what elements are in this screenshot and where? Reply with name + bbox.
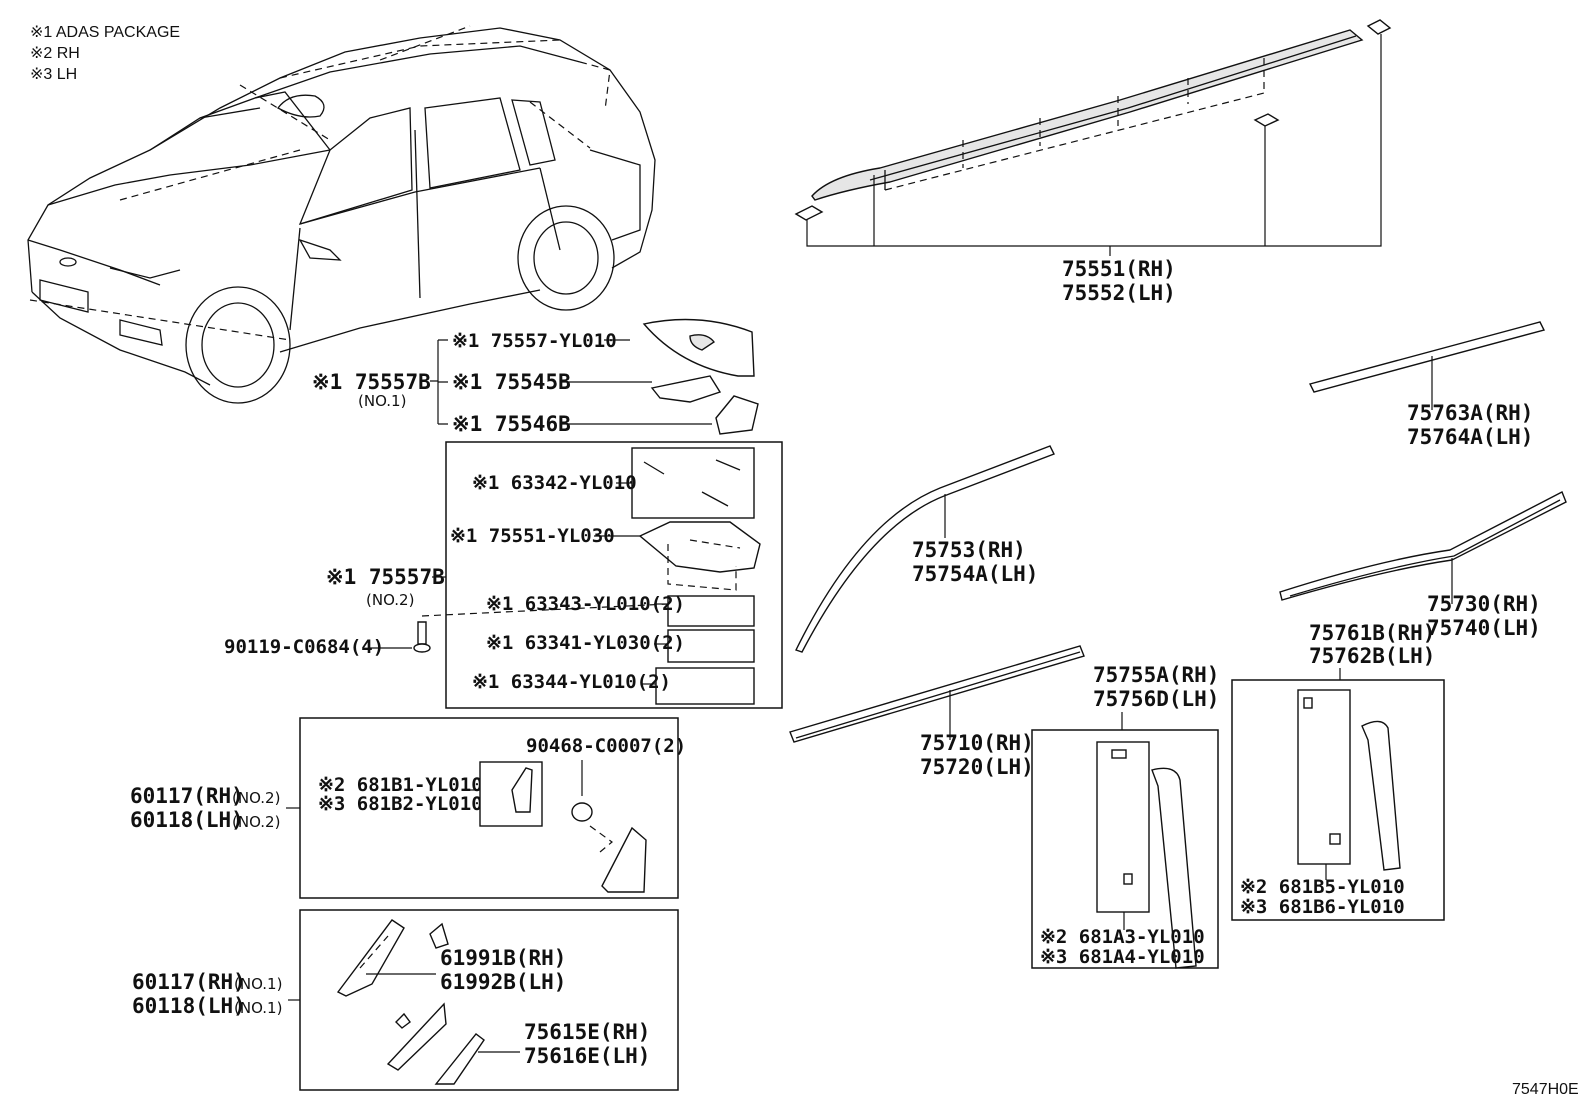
part-63344 bbox=[655, 667, 755, 705]
roof-rail-group: 75551(RH) 75552(LH) bbox=[794, 19, 1392, 305]
label-681a4: ※3 681A4-YL010 bbox=[1040, 946, 1205, 968]
label-kit1-c: ※1 75546B bbox=[452, 412, 571, 436]
sheet-681b1 bbox=[479, 761, 543, 827]
label-kit1-a: ※1 75557-YL010 bbox=[452, 330, 617, 352]
label-m2-lh-sub: (NO.2) bbox=[232, 813, 280, 831]
label-kit2-d: ※1 63341-YL030(2) bbox=[486, 632, 685, 654]
moulding-75730-group: 75730(RH) 75740(LH) bbox=[1279, 491, 1567, 640]
label-75710: 75710(RH) bbox=[920, 731, 1034, 755]
label-m2-lh: 60118(LH) bbox=[130, 808, 244, 832]
label-75755a: 75755A(RH) bbox=[1093, 663, 1219, 687]
garnish-60117-no2 bbox=[601, 826, 647, 893]
label-75616e: 75616E(LH) bbox=[524, 1044, 650, 1068]
moulding-75730 bbox=[1279, 491, 1567, 601]
part-63341 bbox=[667, 629, 755, 663]
label-kit2-c: ※1 63343-YL010(2) bbox=[486, 593, 685, 615]
label-75753: 75753(RH) bbox=[912, 538, 1026, 562]
label-681a3: ※2 681A3-YL010 bbox=[1040, 926, 1205, 948]
label-61992b: 61992B(LH) bbox=[440, 970, 566, 994]
label-clip: 90468-C0007(2) bbox=[526, 735, 686, 757]
screw-90119-group: 90119-C0684(4) bbox=[224, 621, 431, 658]
part-75546b bbox=[715, 395, 759, 435]
label-screw: 90119-C0684(4) bbox=[224, 636, 384, 658]
moulding-75753-group: 75753(RH) 75754A(LH) bbox=[795, 445, 1055, 653]
label-kit2-main: ※1 75557B bbox=[326, 565, 445, 589]
moulding-75761-group: 75761B(RH) 75762B(LH) ※2 681B5-YL010 ※3 … bbox=[1231, 621, 1445, 921]
part-63343 bbox=[667, 595, 755, 627]
label-75730: 75730(RH) bbox=[1427, 592, 1541, 616]
moulding-75763 bbox=[1308, 321, 1546, 393]
label-m2-rh: 60117(RH) bbox=[130, 784, 244, 808]
roof-rail bbox=[811, 29, 1364, 201]
moulding-75710-group: 75710(RH) 75720(LH) bbox=[789, 645, 1085, 779]
screw-icon bbox=[417, 621, 427, 645]
label-61991b: 61991B(RH) bbox=[440, 946, 566, 970]
vehicle-illustration bbox=[27, 25, 656, 404]
moulding-75753 bbox=[795, 445, 1055, 653]
label-kit1-main: ※1 75557B bbox=[312, 370, 431, 394]
label-75761b: 75761B(RH) bbox=[1309, 621, 1435, 645]
legend-item-3: ※3 LH bbox=[30, 66, 77, 83]
label-75740: 75740(LH) bbox=[1427, 616, 1541, 640]
label-681b6: ※3 681B6-YL010 bbox=[1240, 896, 1405, 918]
box-75755 bbox=[1031, 729, 1219, 969]
garnish-75616 bbox=[434, 1033, 485, 1085]
garnish-61991 bbox=[336, 919, 405, 997]
label-75551: 75551(RH) bbox=[1062, 257, 1176, 281]
moulding-75710 bbox=[789, 645, 1085, 743]
label-m1-lh-sub: (NO.1) bbox=[234, 999, 282, 1017]
box-kit2 bbox=[445, 441, 783, 709]
pillar-garnish-75761 bbox=[1361, 720, 1401, 871]
kit-75557b-no1: ※1 75557B (NO.1) ※1 75557-YL010 ※1 75545… bbox=[312, 318, 759, 436]
label-kit1-b: ※1 75545B bbox=[452, 370, 571, 394]
sheet-681b5 bbox=[1297, 689, 1351, 865]
label-75754a: 75754A(LH) bbox=[912, 562, 1038, 586]
label-75552: 75552(LH) bbox=[1062, 281, 1176, 305]
label-kit2-sub: (NO.2) bbox=[366, 591, 414, 609]
clip-icon bbox=[571, 802, 593, 822]
kit-75557b-no2: ※1 75557B (NO.2) ※1 63342-YL010 ※1 75551… bbox=[326, 441, 783, 709]
label-kit2-b: ※1 75551-YL030 bbox=[450, 525, 615, 547]
roof-clip-rear bbox=[1366, 19, 1392, 35]
sheet-681a3 bbox=[1096, 741, 1150, 913]
part-75545b bbox=[650, 375, 722, 403]
roof-clip-mid bbox=[1253, 113, 1280, 127]
diagram-code: 7547H0E bbox=[1512, 1081, 1579, 1098]
garnish-no2-group: 60117(RH) (NO.2) 60118(LH) (NO.2) ※2 681… bbox=[130, 717, 686, 899]
legend-item-1: ※1 ADAS PACKAGE bbox=[30, 24, 180, 41]
garnish-75615 bbox=[386, 1002, 447, 1071]
label-75756d: 75756D(LH) bbox=[1093, 687, 1219, 711]
garnish-no1-group: 60117(RH) (NO.1) 60118(LH) (NO.1) 61991B… bbox=[132, 909, 679, 1091]
label-m2-a: ※2 681B1-YL010 bbox=[318, 774, 483, 796]
legend-item-2: ※2 RH bbox=[30, 45, 80, 62]
legend: ※1 ADAS PACKAGE ※2 RH ※3 LH bbox=[30, 24, 180, 83]
label-m2-rh-sub: (NO.2) bbox=[232, 789, 280, 807]
moulding-75763-group: 75763A(RH) 75764A(LH) bbox=[1308, 321, 1546, 449]
label-75763a: 75763A(RH) bbox=[1407, 401, 1533, 425]
pillar-garnish-75755 bbox=[1151, 767, 1197, 969]
label-m2-b: ※3 681B2-YL010 bbox=[318, 793, 483, 815]
label-m1-rh: 60117(RH) bbox=[132, 970, 246, 994]
label-75762b: 75762B(LH) bbox=[1309, 644, 1435, 668]
label-kit2-a: ※1 63342-YL010 bbox=[472, 472, 637, 494]
label-75615e: 75615E(RH) bbox=[524, 1020, 650, 1044]
label-m1-lh: 60118(LH) bbox=[132, 994, 246, 1018]
part-63342 bbox=[631, 447, 755, 519]
label-75720: 75720(LH) bbox=[920, 755, 1034, 779]
label-m1-rh-sub: (NO.1) bbox=[234, 975, 282, 993]
roof-clip-front bbox=[794, 205, 824, 221]
label-kit1-sub: (NO.1) bbox=[358, 392, 406, 410]
box-75761 bbox=[1231, 679, 1445, 921]
label-681b5: ※2 681B5-YL010 bbox=[1240, 876, 1405, 898]
label-75764a: 75764A(LH) bbox=[1407, 425, 1533, 449]
label-kit2-e: ※1 63344-YL010(2) bbox=[472, 671, 671, 693]
part-75551-yl030 bbox=[638, 521, 761, 573]
moulding-75755-group: 75755A(RH) 75756D(LH) ※2 681A3-YL010 ※3 … bbox=[1031, 663, 1219, 969]
